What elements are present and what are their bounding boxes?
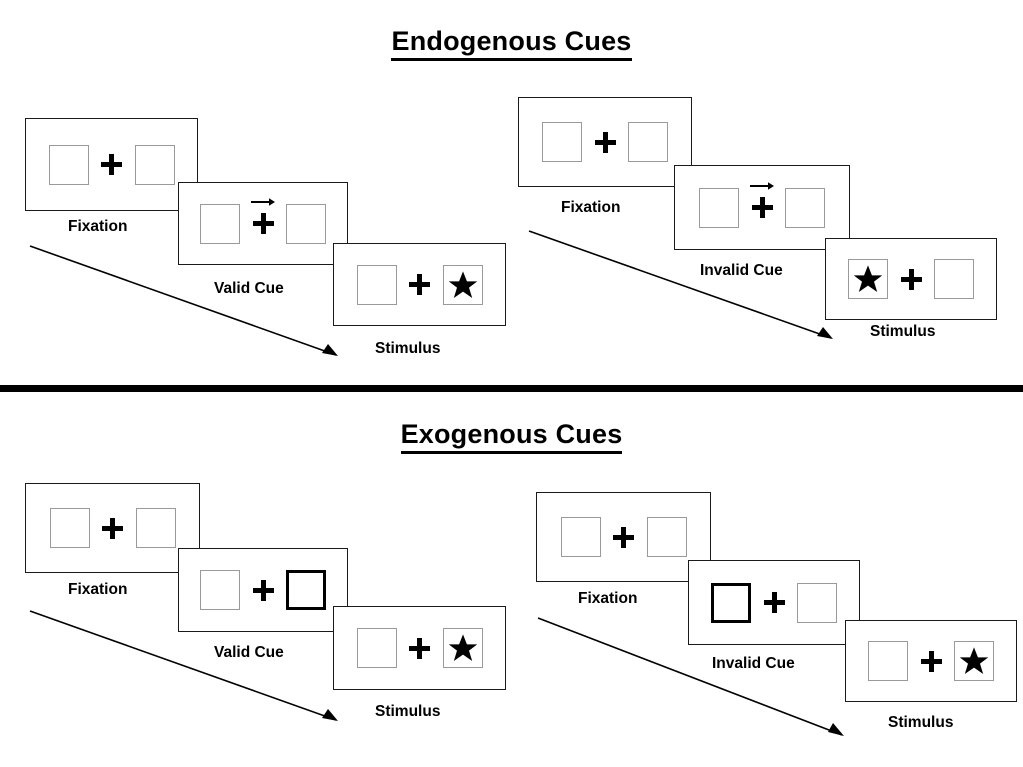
plus-cross-icon [409, 637, 430, 659]
left-placeholder-box [200, 203, 240, 244]
plus-cross-icon [920, 650, 942, 672]
section-divider [0, 385, 1023, 392]
fixation-center [888, 268, 934, 290]
fixation-center [908, 650, 954, 672]
panel-exogenous-valid-cue [178, 548, 348, 632]
left-target-box [848, 259, 888, 299]
panel-endogenous-invalid-fixation [518, 97, 692, 187]
panel-exogenous-invalid-fixation [536, 492, 711, 582]
right-placeholder-box [628, 122, 668, 162]
star-icon [448, 270, 477, 298]
caption-stimulus: Stimulus [375, 703, 441, 720]
left-placeholder-box [49, 508, 90, 548]
left-placeholder-box [699, 187, 739, 228]
fixation-center [397, 637, 443, 659]
left-placeholder-box [542, 122, 582, 162]
caption-fixation: Fixation [578, 590, 638, 607]
panel-endogenous-invalid-stimulus [825, 238, 997, 320]
diagonal-sequence-arrow-icon [537, 617, 844, 736]
plus-cross-icon [900, 268, 922, 290]
left-cue-highlight-box [711, 582, 751, 623]
fixation-center [601, 526, 647, 548]
caption-fixation: Fixation [68, 218, 128, 235]
right-target-box [442, 264, 483, 305]
panel-endogenous-valid-fixation [25, 118, 198, 211]
left-placeholder-box [868, 641, 908, 681]
panel-exogenous-invalid-cue [688, 560, 860, 645]
plus-cross-icon [101, 154, 122, 175]
right-placeholder-box [134, 144, 175, 185]
panel-endogenous-invalid-cue [674, 165, 850, 250]
plus-cross-icon [102, 517, 123, 539]
section-title-endogenous-text: Endogenous Cues [391, 26, 632, 61]
plus-cross-icon [594, 131, 616, 153]
caption-stimulus: Stimulus [870, 323, 936, 340]
caption-stimulus: Stimulus [375, 340, 441, 357]
left-placeholder-box [200, 570, 240, 610]
diagonal-sequence-arrow-icon [29, 245, 338, 356]
diagonal-sequence-arrow-icon [29, 610, 338, 721]
plus-cross-icon [252, 579, 274, 601]
panel-exogenous-invalid-stimulus [845, 620, 1017, 702]
plus-cross-icon [252, 213, 274, 234]
caption-stimulus: Stimulus [888, 714, 954, 731]
plus-cross-icon [751, 197, 773, 218]
panel-endogenous-valid-cue [178, 182, 348, 265]
panel-exogenous-valid-stimulus [333, 606, 506, 690]
fixation-center [89, 154, 135, 175]
left-placeholder-box [356, 264, 397, 305]
plus-cross-icon [763, 592, 785, 613]
caption-valid-cue: Valid Cue [214, 644, 284, 661]
section-title-exogenous-text: Exogenous Cues [400, 419, 623, 454]
right-placeholder-box [135, 508, 176, 548]
right-arrow-icon [251, 198, 275, 206]
plus-cross-icon [409, 274, 430, 295]
star-icon [448, 634, 477, 661]
right-placeholder-box [646, 517, 687, 557]
fixation-center [240, 579, 286, 601]
right-placeholder-box [286, 203, 326, 244]
left-placeholder-box [356, 628, 397, 668]
section-title-exogenous: Exogenous Cues [0, 419, 1023, 454]
right-arrow-icon [750, 182, 774, 190]
fixation-center [751, 592, 797, 613]
plus-cross-icon [613, 526, 634, 548]
left-placeholder-box [560, 517, 601, 557]
cue-center [739, 182, 785, 218]
panel-exogenous-valid-fixation [25, 483, 200, 573]
caption-valid-cue: Valid Cue [214, 280, 284, 297]
right-placeholder-box [785, 187, 825, 228]
right-target-box [442, 628, 483, 668]
fixation-center [397, 274, 443, 295]
fixation-center [90, 517, 136, 539]
caption-fixation: Fixation [68, 581, 128, 598]
star-icon [959, 647, 989, 674]
right-placeholder-box [934, 259, 974, 299]
right-placeholder-box [797, 582, 837, 623]
fixation-center [582, 131, 628, 153]
caption-fixation: Fixation [561, 199, 621, 216]
caption-invalid-cue: Invalid Cue [700, 262, 783, 279]
right-target-box [954, 641, 994, 681]
caption-invalid-cue: Invalid Cue [712, 655, 795, 672]
left-placeholder-box [48, 144, 89, 185]
section-title-endogenous: Endogenous Cues [0, 26, 1023, 61]
panel-endogenous-valid-stimulus [333, 243, 506, 326]
right-cue-highlight-box [286, 570, 326, 610]
cue-center [240, 198, 286, 234]
star-icon [853, 265, 883, 292]
diagonal-sequence-arrow-icon [528, 230, 833, 339]
